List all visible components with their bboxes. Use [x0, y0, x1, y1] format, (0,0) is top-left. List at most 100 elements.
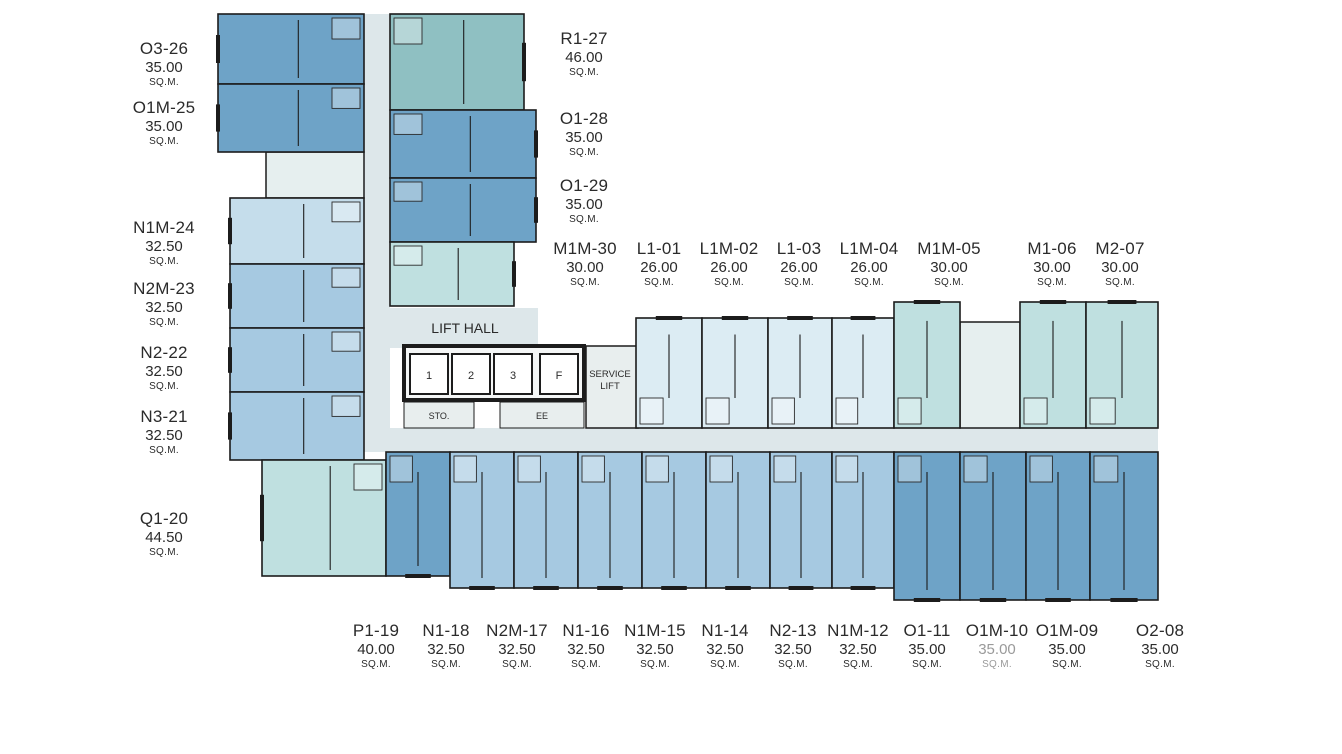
bathroom-inset [835, 455, 859, 483]
unit-o1-29[interactable] [389, 177, 538, 243]
unit-area: 32.50 [774, 641, 812, 658]
unit-m1m-30[interactable] [389, 241, 516, 307]
unit-m1-06[interactable] [1019, 300, 1087, 429]
window-mark [469, 586, 495, 590]
unit-code: N1-16 [562, 621, 610, 640]
unit-code: O2-08 [1135, 621, 1185, 640]
unit-sqm: SQ.M. [714, 277, 744, 288]
unit-outline [229, 391, 365, 461]
unit-l1m-04[interactable] [831, 316, 895, 429]
window-mark [228, 412, 232, 440]
unit-sqm: SQ.M. [854, 277, 884, 288]
unit-n2m-23[interactable] [228, 263, 365, 329]
window-mark [788, 586, 814, 590]
bathroom-inset [453, 455, 477, 483]
window-mark [721, 316, 749, 320]
unit-r1-27[interactable] [389, 13, 526, 111]
unit-n3-21[interactable] [228, 391, 365, 461]
storage-room [403, 401, 475, 429]
unit-n1-16[interactable] [577, 451, 643, 590]
bathroom-inset [963, 455, 988, 483]
bathroom-inset [393, 181, 423, 202]
electrical-room [499, 401, 585, 429]
window-mark [1045, 598, 1071, 602]
unit-sqm: SQ.M. [569, 67, 599, 78]
unit-o1-11[interactable] [893, 451, 961, 602]
unit-o1m-09[interactable] [1025, 451, 1091, 602]
unit-sqm: SQ.M. [569, 147, 599, 158]
service-lift-label-line1: SERVICE [589, 369, 631, 380]
bathroom-inset [771, 397, 795, 425]
unit-q1-20[interactable] [260, 459, 387, 577]
unit-outline [389, 109, 537, 179]
unit-n2-13[interactable] [769, 451, 833, 590]
unit-o3-26[interactable] [216, 13, 365, 85]
unit-sqm: SQ.M. [843, 659, 873, 670]
window-mark [260, 494, 264, 542]
bathroom-inset [331, 395, 361, 417]
unit-sqm: SQ.M. [934, 277, 964, 288]
unit-o1-28[interactable] [389, 109, 538, 179]
unit-sqm: SQ.M. [149, 547, 179, 558]
unit-area: 35.00 [145, 59, 183, 76]
unit-sqm: SQ.M. [644, 277, 674, 288]
window-mark [1039, 300, 1067, 304]
unit-code: N2-13 [769, 621, 817, 640]
unit-code: N1M-12 [827, 621, 889, 640]
stair-east [959, 321, 1021, 429]
unit-l1-01[interactable] [635, 316, 703, 429]
unit-sqm: SQ.M. [710, 659, 740, 670]
bathroom-inset [517, 455, 541, 483]
unit-code: L1M-04 [839, 239, 899, 258]
unit-area: 32.50 [706, 641, 744, 658]
bathroom-inset [835, 397, 859, 425]
unit-o1m-25[interactable] [216, 83, 365, 153]
window-mark [850, 316, 876, 320]
unit-sqm: SQ.M. [1105, 277, 1135, 288]
unit-p1-19[interactable] [385, 451, 451, 578]
unit-n2m-17[interactable] [513, 451, 579, 590]
unit-area: 32.50 [145, 427, 183, 444]
unit-n1m-24[interactable] [228, 197, 365, 265]
unit-code: R1-27 [560, 29, 608, 48]
storage-label: STO. [429, 411, 450, 421]
unit-code: O1-28 [559, 109, 609, 128]
unit-n1-18[interactable] [449, 451, 515, 590]
unit-m1m-05[interactable] [893, 300, 961, 429]
unit-code: N1-14 [701, 621, 749, 640]
unit-o1m-10[interactable] [959, 451, 1027, 602]
unit-n1-14[interactable] [705, 451, 771, 590]
unit-area: 32.50 [145, 299, 183, 316]
unit-n1m-15[interactable] [641, 451, 707, 590]
unit-m2-07[interactable] [1085, 300, 1159, 429]
bathroom-inset [331, 331, 361, 352]
unit-n1m-12[interactable] [831, 451, 895, 590]
unit-code: M1-06 [1027, 239, 1077, 258]
unit-code: L1M-02 [699, 239, 759, 258]
unit-area: 46.00 [565, 49, 603, 66]
window-mark [725, 586, 751, 590]
unit-o2-08[interactable] [1089, 451, 1159, 602]
window-mark [661, 586, 687, 590]
bathroom-inset [331, 201, 361, 223]
bathroom-inset [773, 455, 797, 483]
unit-l1-03[interactable] [767, 316, 833, 429]
unit-code: M1M-05 [917, 239, 981, 258]
unit-n2-22[interactable] [228, 327, 365, 393]
ee-label: EE [536, 411, 548, 421]
unit-area: 30.00 [930, 259, 968, 276]
bathroom-inset [639, 397, 664, 425]
unit-code: O1M-25 [132, 98, 196, 117]
unit-l1m-02[interactable] [701, 316, 769, 429]
